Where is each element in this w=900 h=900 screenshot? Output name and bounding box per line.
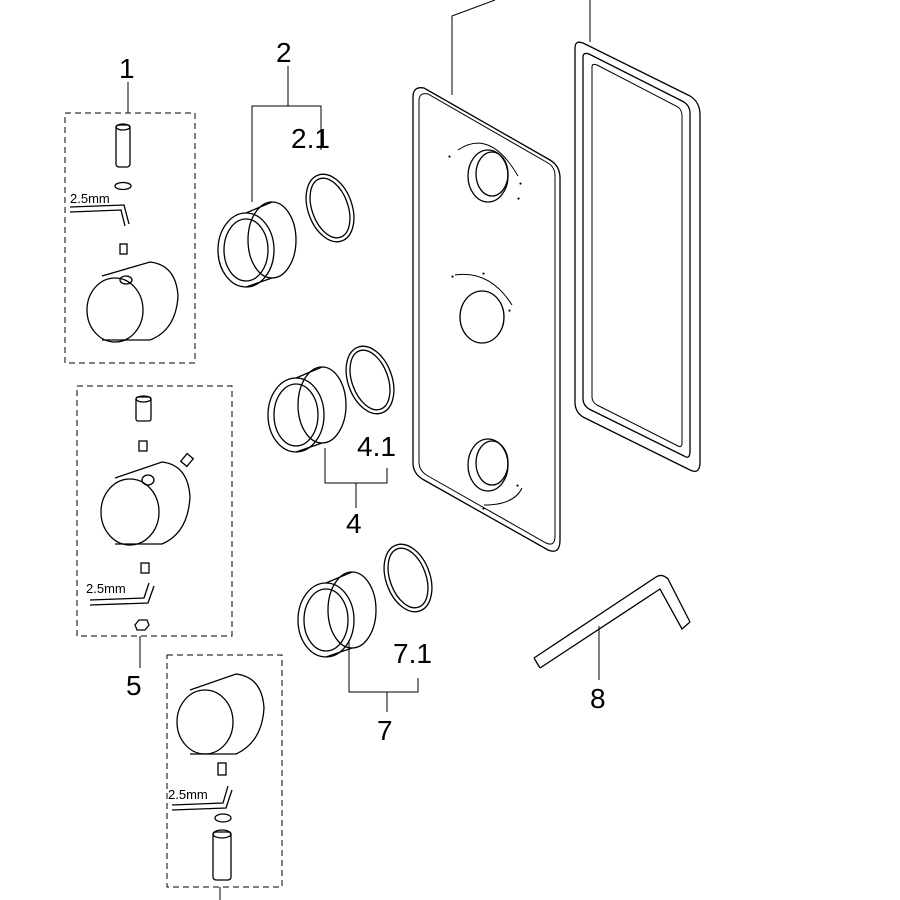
callout-8: 8 [590,683,606,714]
group-5: 5 2.5mm [76,385,233,701]
callout-4-1: 4.1 [357,431,396,462]
gasket-frame [574,0,701,473]
hex-key-large: 8 [533,574,691,714]
sleeve-7 [297,571,377,658]
tool-size-label-1: 2.5mm [70,191,110,206]
svg-text:●: ● [482,271,485,277]
group-1: 1 2.5mm [64,53,196,364]
group-5-box [76,385,233,637]
callout-7-1: 7.1 [393,638,432,669]
grub-screw-5a [138,440,148,452]
pin-part-b [212,829,232,881]
pin-part [115,123,131,168]
o-ring-b [214,813,232,823]
bracket-7 [348,640,419,693]
knob-handle-bottom [176,673,265,755]
leader-plate [451,0,496,95]
svg-text:●: ● [517,196,520,202]
sleeve-group-7: 7 7.1 [297,543,433,746]
knob-handle [86,261,179,343]
ring-2-1 [305,173,355,243]
svg-text:●: ● [482,506,485,512]
face-plate: ● ● ● ● ● ● ● ● [412,0,561,552]
group-bottom-box [166,654,283,888]
sleeve-4 [267,366,347,453]
tool-size-label-b: 2.5mm [168,787,208,802]
cap-part [135,395,152,422]
o-ring-small [114,181,132,191]
callout-4: 4 [346,508,362,539]
group-1-box [64,112,196,364]
nut-part [134,619,150,631]
hex-key-b [171,785,233,811]
dial-top: ● ● ● [448,142,522,203]
grub-screw-5b [179,452,195,468]
svg-text:●: ● [451,274,454,280]
callout-7: 7 [377,715,393,746]
svg-text:●: ● [508,308,511,314]
svg-text:●: ● [519,181,522,187]
bracket-2 [251,105,322,202]
dial-middle: ● ● ● [451,271,513,344]
dial-bottom: ● ● [467,438,523,512]
tool-size-label-5: 2.5mm [86,581,126,596]
grub-screw-b [217,762,227,776]
callout-5: 5 [126,670,142,701]
knob-handle-5 [100,461,191,546]
group-bottom: 2.5mm [166,654,283,900]
sleeve-group-4: 4 4.1 [267,345,396,539]
sleeve-2 [217,201,297,288]
callout-1: 1 [119,53,135,84]
callout-2-1: 2.1 [291,123,330,154]
svg-text:●: ● [516,483,519,489]
grub-screw [119,243,128,255]
hex-key-5 [89,582,155,606]
sleeve-group-2: 2 2.1 [217,37,355,288]
callout-2: 2 [276,37,292,68]
hex-key-small [69,204,130,227]
ring-7-1 [383,543,433,613]
grub-screw-5c [140,562,150,574]
svg-text:●: ● [448,154,451,160]
ring-4-1 [345,345,395,415]
